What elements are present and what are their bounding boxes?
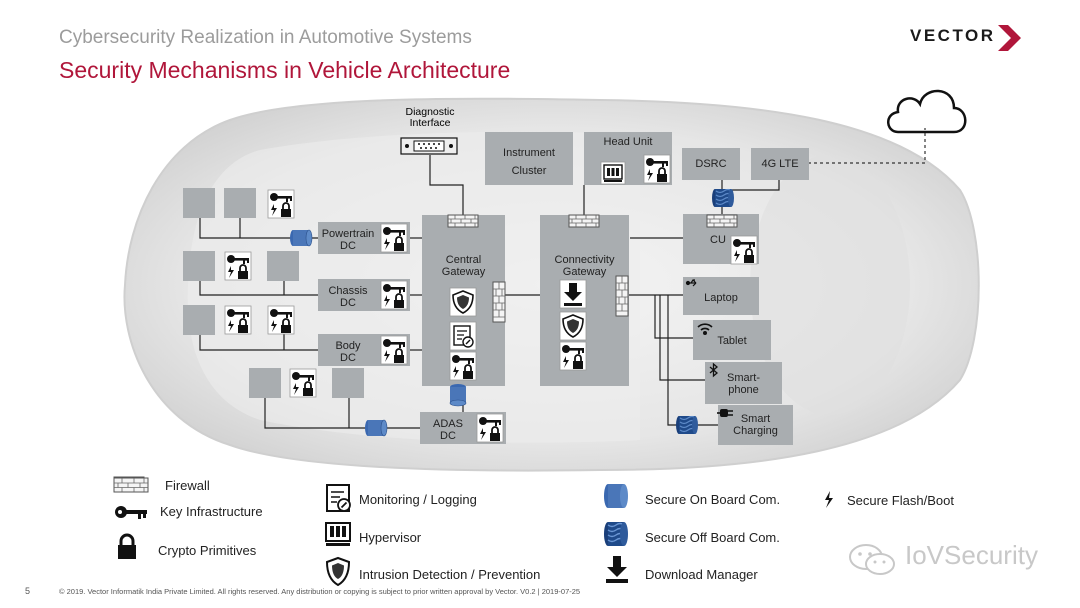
ecu-box bbox=[183, 251, 215, 281]
cu-label: CU bbox=[710, 234, 726, 246]
head-unit-label: Head Unit bbox=[603, 136, 653, 148]
adas-dc-label: ADAS DC bbox=[433, 418, 463, 442]
diagnostic-interface-label: Diagnostic Interface bbox=[405, 106, 455, 129]
legend-hypervisor: Hypervisor bbox=[359, 530, 422, 545]
legend-secure-offboard: Secure Off Board Com. bbox=[645, 530, 780, 545]
instrument-cluster-label: Instrument Cluster bbox=[503, 147, 555, 177]
legend-secure-flash: Secure Flash/Boot bbox=[847, 493, 954, 508]
connectivity-gateway-label: Connectivity Gateway bbox=[554, 254, 615, 278]
central-gateway-label: Central Gateway bbox=[441, 254, 486, 278]
wechat-icon bbox=[849, 544, 895, 575]
ecu-box bbox=[249, 368, 281, 398]
chassis-dc-label: Chassis DC bbox=[328, 285, 368, 309]
legend-crypto-primitives: Crypto Primitives bbox=[158, 543, 257, 558]
legend-firewall: Firewall bbox=[165, 478, 210, 493]
logo-chevron-icon bbox=[998, 25, 1021, 51]
instrument-cluster-box: Instrument Cluster bbox=[485, 132, 573, 185]
ecu-box bbox=[332, 368, 364, 398]
copyright-footer: © 2019. Vector Informatik India Private … bbox=[59, 587, 581, 596]
smartphone-label: Smart- phone bbox=[727, 372, 760, 396]
watermark-text: IoVSecurity bbox=[905, 540, 1038, 570]
legend-secure-onboard: Secure On Board Com. bbox=[645, 492, 781, 507]
obd-connector-icon bbox=[400, 137, 458, 155]
legend-key-infrastructure: Key Infrastructure bbox=[160, 504, 263, 519]
tablet-box: Tablet bbox=[693, 320, 771, 360]
smart-charging-label: Smart Charging bbox=[733, 413, 778, 437]
lte-box: 4G LTE bbox=[751, 148, 809, 180]
dsrc-label: DSRC bbox=[695, 158, 727, 170]
smartphone-box: Smart- phone bbox=[705, 362, 782, 404]
logo-text: VECTOR bbox=[910, 26, 996, 45]
body-dc-label: Body DC bbox=[335, 340, 361, 364]
legend-ids: Intrusion Detection / Prevention bbox=[359, 567, 541, 582]
presentation-subtitle: Cybersecurity Realization in Automotive … bbox=[59, 27, 472, 48]
powertrain-dc-label: Powertrain DC bbox=[321, 228, 375, 252]
legend-download-manager: Download Manager bbox=[645, 567, 758, 582]
slide-title: Security Mechanisms in Vehicle Architect… bbox=[59, 57, 511, 83]
ecu-box bbox=[183, 305, 215, 335]
page-number: 5 bbox=[25, 586, 31, 596]
ecu-box bbox=[267, 251, 299, 281]
laptop-label: Laptop bbox=[704, 292, 738, 304]
lte-label: 4G LTE bbox=[761, 158, 799, 170]
dsrc-box: DSRC bbox=[682, 148, 740, 180]
ecu-box bbox=[183, 188, 215, 218]
tablet-label: Tablet bbox=[717, 335, 747, 347]
cloud-icon bbox=[887, 89, 967, 134]
legend-monitoring: Monitoring / Logging bbox=[359, 492, 477, 507]
vector-logo: VECTOR bbox=[910, 25, 1021, 51]
ecu-box bbox=[224, 188, 256, 218]
